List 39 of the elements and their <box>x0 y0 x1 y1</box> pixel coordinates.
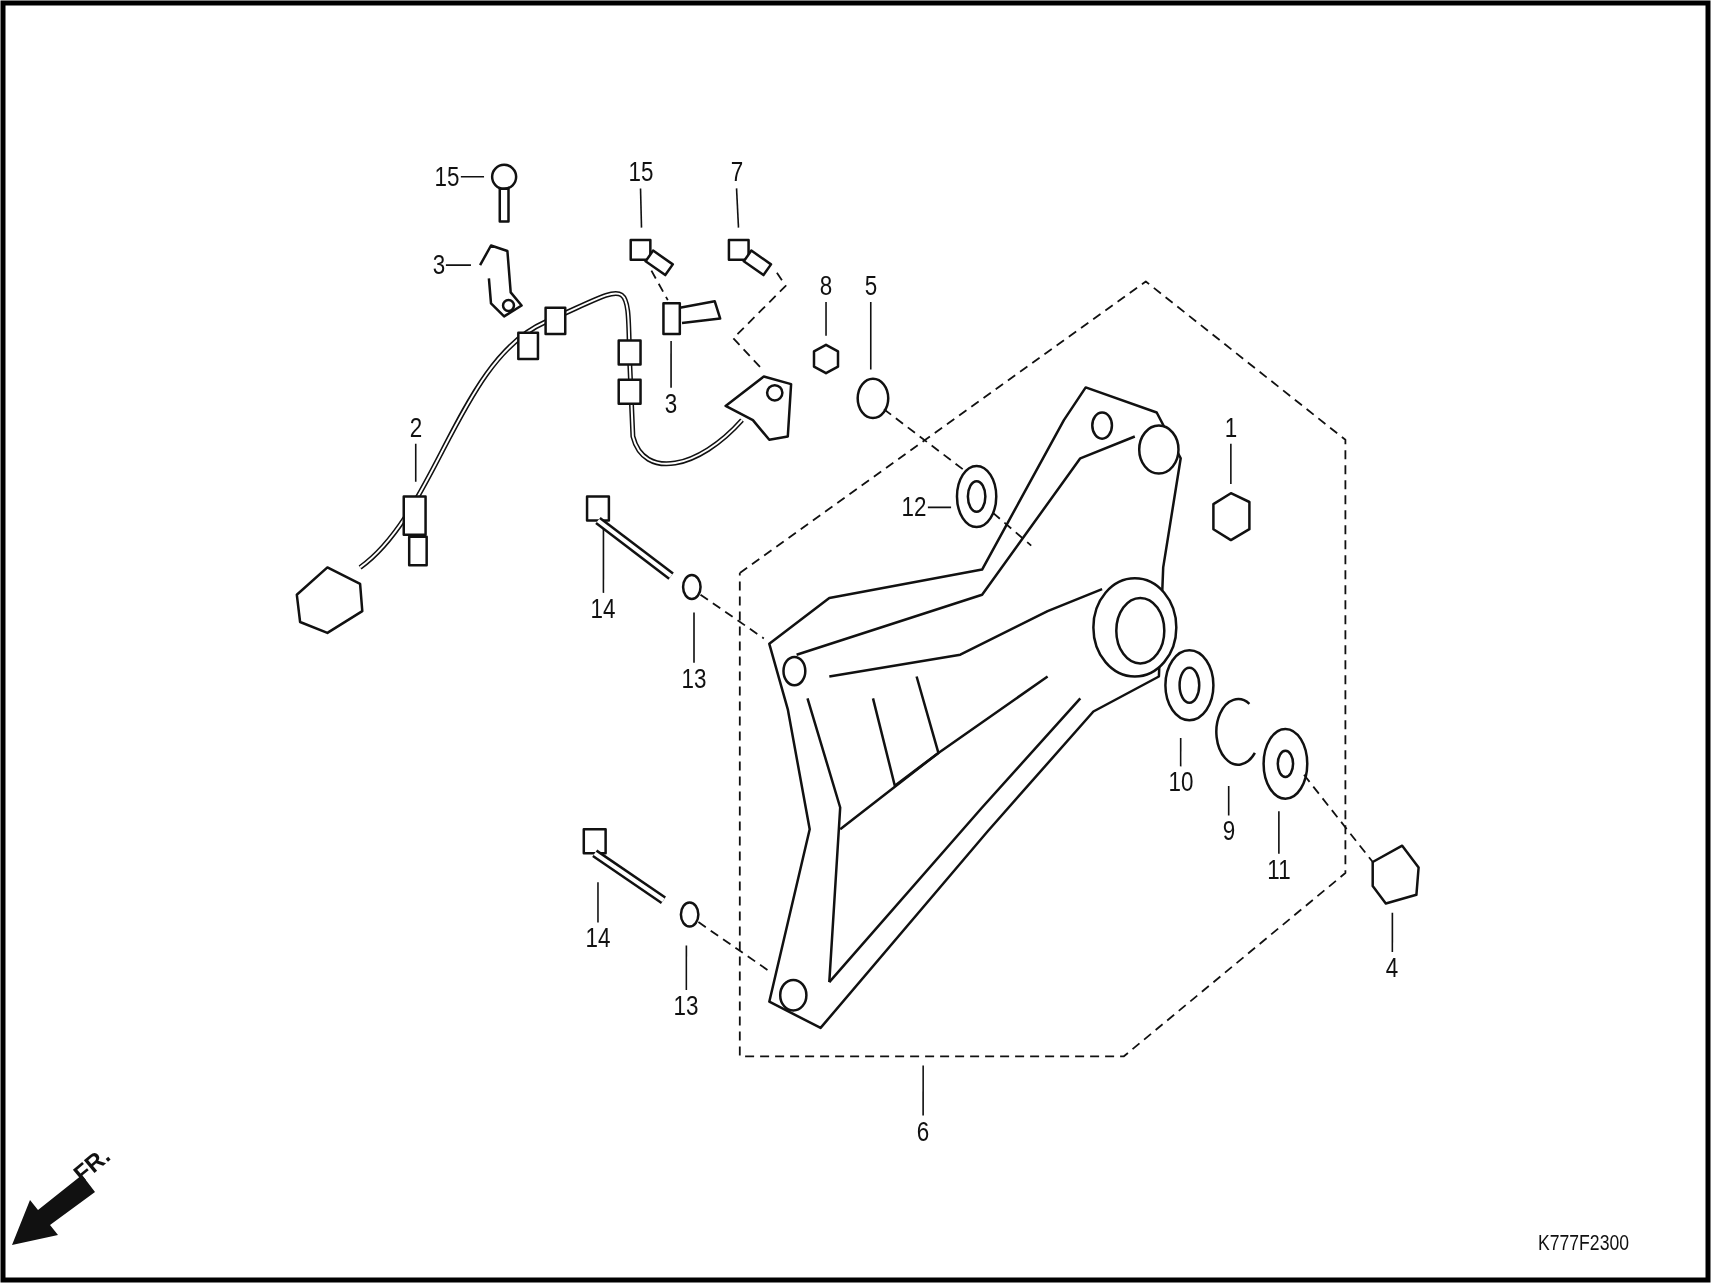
leader-line <box>597 881 599 924</box>
leader-line <box>825 301 827 337</box>
leader-line <box>922 1064 924 1117</box>
callout-number: 8 <box>819 270 833 301</box>
callout-number: 14 <box>585 923 611 954</box>
callout-number: 6 <box>916 1116 930 1147</box>
callout-number: 2 <box>409 412 422 443</box>
leader-line <box>869 301 872 371</box>
callout-number: 4 <box>1386 952 1399 983</box>
leader-line <box>1278 810 1280 855</box>
callout-number: 10 <box>1168 767 1194 798</box>
leader-line <box>445 264 472 266</box>
drawing-code: K777F2300 <box>1538 1230 1629 1256</box>
leader-line <box>414 442 417 483</box>
leader-line <box>670 340 672 389</box>
leader-line <box>1179 737 1182 768</box>
leader-line <box>460 175 485 178</box>
callout-number: 3 <box>432 250 445 281</box>
callout-number: 12 <box>901 492 927 523</box>
leader-line <box>639 187 643 229</box>
callout-number: 13 <box>681 663 707 694</box>
callout-number: 11 <box>1267 854 1291 885</box>
callout-number: 9 <box>1222 816 1235 847</box>
callout-number: 13 <box>673 991 699 1022</box>
leader-line <box>1227 785 1230 817</box>
leader-line <box>1391 911 1394 953</box>
leader-line <box>685 944 688 991</box>
leader-line <box>602 527 605 594</box>
leader-line <box>735 187 740 229</box>
callout-number: 7 <box>730 157 743 188</box>
leader-line <box>1230 442 1232 485</box>
leader-line <box>927 506 952 509</box>
callout-number: 15 <box>434 161 460 192</box>
callout-number: 14 <box>590 593 616 624</box>
callout-number: 15 <box>628 157 653 188</box>
leader-line <box>693 611 695 664</box>
callout-number: 1 <box>1224 412 1238 443</box>
callout-number: 5 <box>864 270 877 301</box>
callout-number: 3 <box>664 388 678 419</box>
